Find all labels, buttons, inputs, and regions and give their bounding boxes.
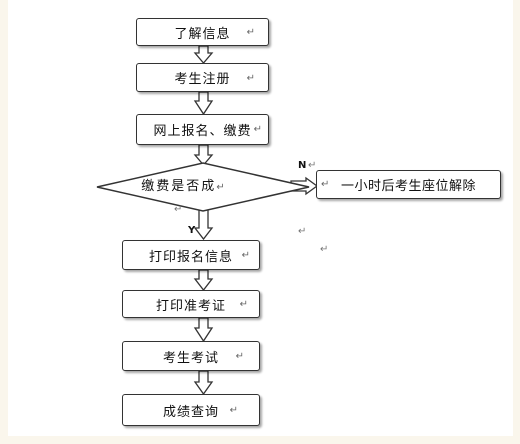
step-understand-info: 了解信息 ↵	[136, 18, 269, 46]
step-take-exam-label: 考生考试	[162, 350, 219, 366]
arrow-s2-s3	[193, 91, 214, 116]
step-take-exam: 考生考试 ↵	[122, 341, 260, 371]
step-understand-info-label: 了解信息	[174, 26, 231, 42]
decision-diamond	[96, 162, 310, 212]
return-mark: ↵	[320, 244, 329, 255]
step-apply-pay: 网上报名、缴费 ↵	[136, 114, 269, 145]
step-register-label: 考生注册	[174, 72, 231, 87]
arrow-s4-s5	[193, 269, 214, 292]
return-mark: ↵	[235, 351, 245, 362]
step-print-registration-label: 打印报名信息	[148, 249, 233, 265]
flowchart-canvas: 了解信息 ↵ 考生注册 ↵ 网上报名、缴费 ↵ 缴费是否成↵ ↵ N ↵ 一小时…	[8, 0, 513, 436]
decision-label: 缴费是否成↵	[141, 179, 225, 194]
no-branch-label: N	[298, 160, 307, 171]
arrow-s3-decision	[193, 144, 214, 167]
return-mark: ↵	[239, 299, 249, 310]
flowchart-connectors	[96, 45, 319, 396]
yes-branch-label: Y	[188, 225, 196, 236]
return-mark: ↵	[246, 27, 256, 38]
return-mark: ↵	[253, 124, 263, 135]
return-mark: ↵	[308, 160, 317, 171]
step-apply-pay-label: 网上报名、缴费	[153, 124, 252, 139]
step-check-scores: 成绩查询 ↵	[122, 394, 260, 426]
arrow-decision-s4	[193, 206, 214, 241]
return-mark: ↵	[216, 182, 225, 193]
return-mark: ↵	[229, 405, 239, 416]
step-print-registration: 打印报名信息 ↵	[122, 240, 260, 270]
step-print-admission-ticket-label: 打印准考证	[155, 298, 226, 314]
return-mark: ↵	[298, 226, 307, 237]
step-register: 考生注册 ↵	[136, 63, 269, 92]
arrow-s5-s6	[193, 317, 214, 343]
return-mark: ↵	[246, 73, 256, 84]
return-mark: ↵	[174, 204, 183, 215]
step-seat-released: 一小时后考生座位解除 ↵	[316, 170, 501, 199]
return-mark: ↵	[241, 250, 251, 261]
arrow-s6-s7	[193, 370, 214, 396]
step-check-scores-label: 成绩查询	[162, 404, 219, 420]
return-mark: ↵	[321, 179, 330, 190]
step-print-admission-ticket: 打印准考证 ↵	[122, 290, 260, 318]
step-seat-released-label: 一小时后考生座位解除	[340, 179, 476, 194]
arrow-s1-s2	[193, 45, 214, 65]
